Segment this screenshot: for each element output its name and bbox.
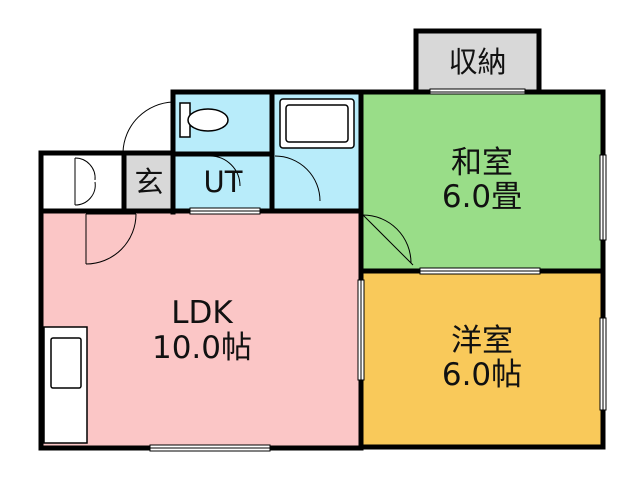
washitsu-label: 和室 [451,145,513,181]
yoshitsu-label: 洋室 [451,323,513,359]
ut-label: UT [203,165,243,199]
entrance-area [125,155,173,211]
ldk-label: LDK [171,295,233,331]
ldk-room [43,212,361,448]
shoe-closet [43,155,123,211]
ldk-size: 10.0帖 [151,330,253,366]
sink-icon [50,337,82,389]
yoshitsu-size: 6.0帖 [441,357,523,393]
yoshitsu-room [363,272,601,445]
entrance-label: 玄 [134,165,164,199]
toilet-bowl-icon [187,108,229,132]
storage-label: 収納 [448,45,507,79]
storage-room [418,33,537,90]
ut-room [175,155,271,211]
washitsu-room [363,93,601,270]
washitsu-size: 6.0畳 [441,179,523,215]
